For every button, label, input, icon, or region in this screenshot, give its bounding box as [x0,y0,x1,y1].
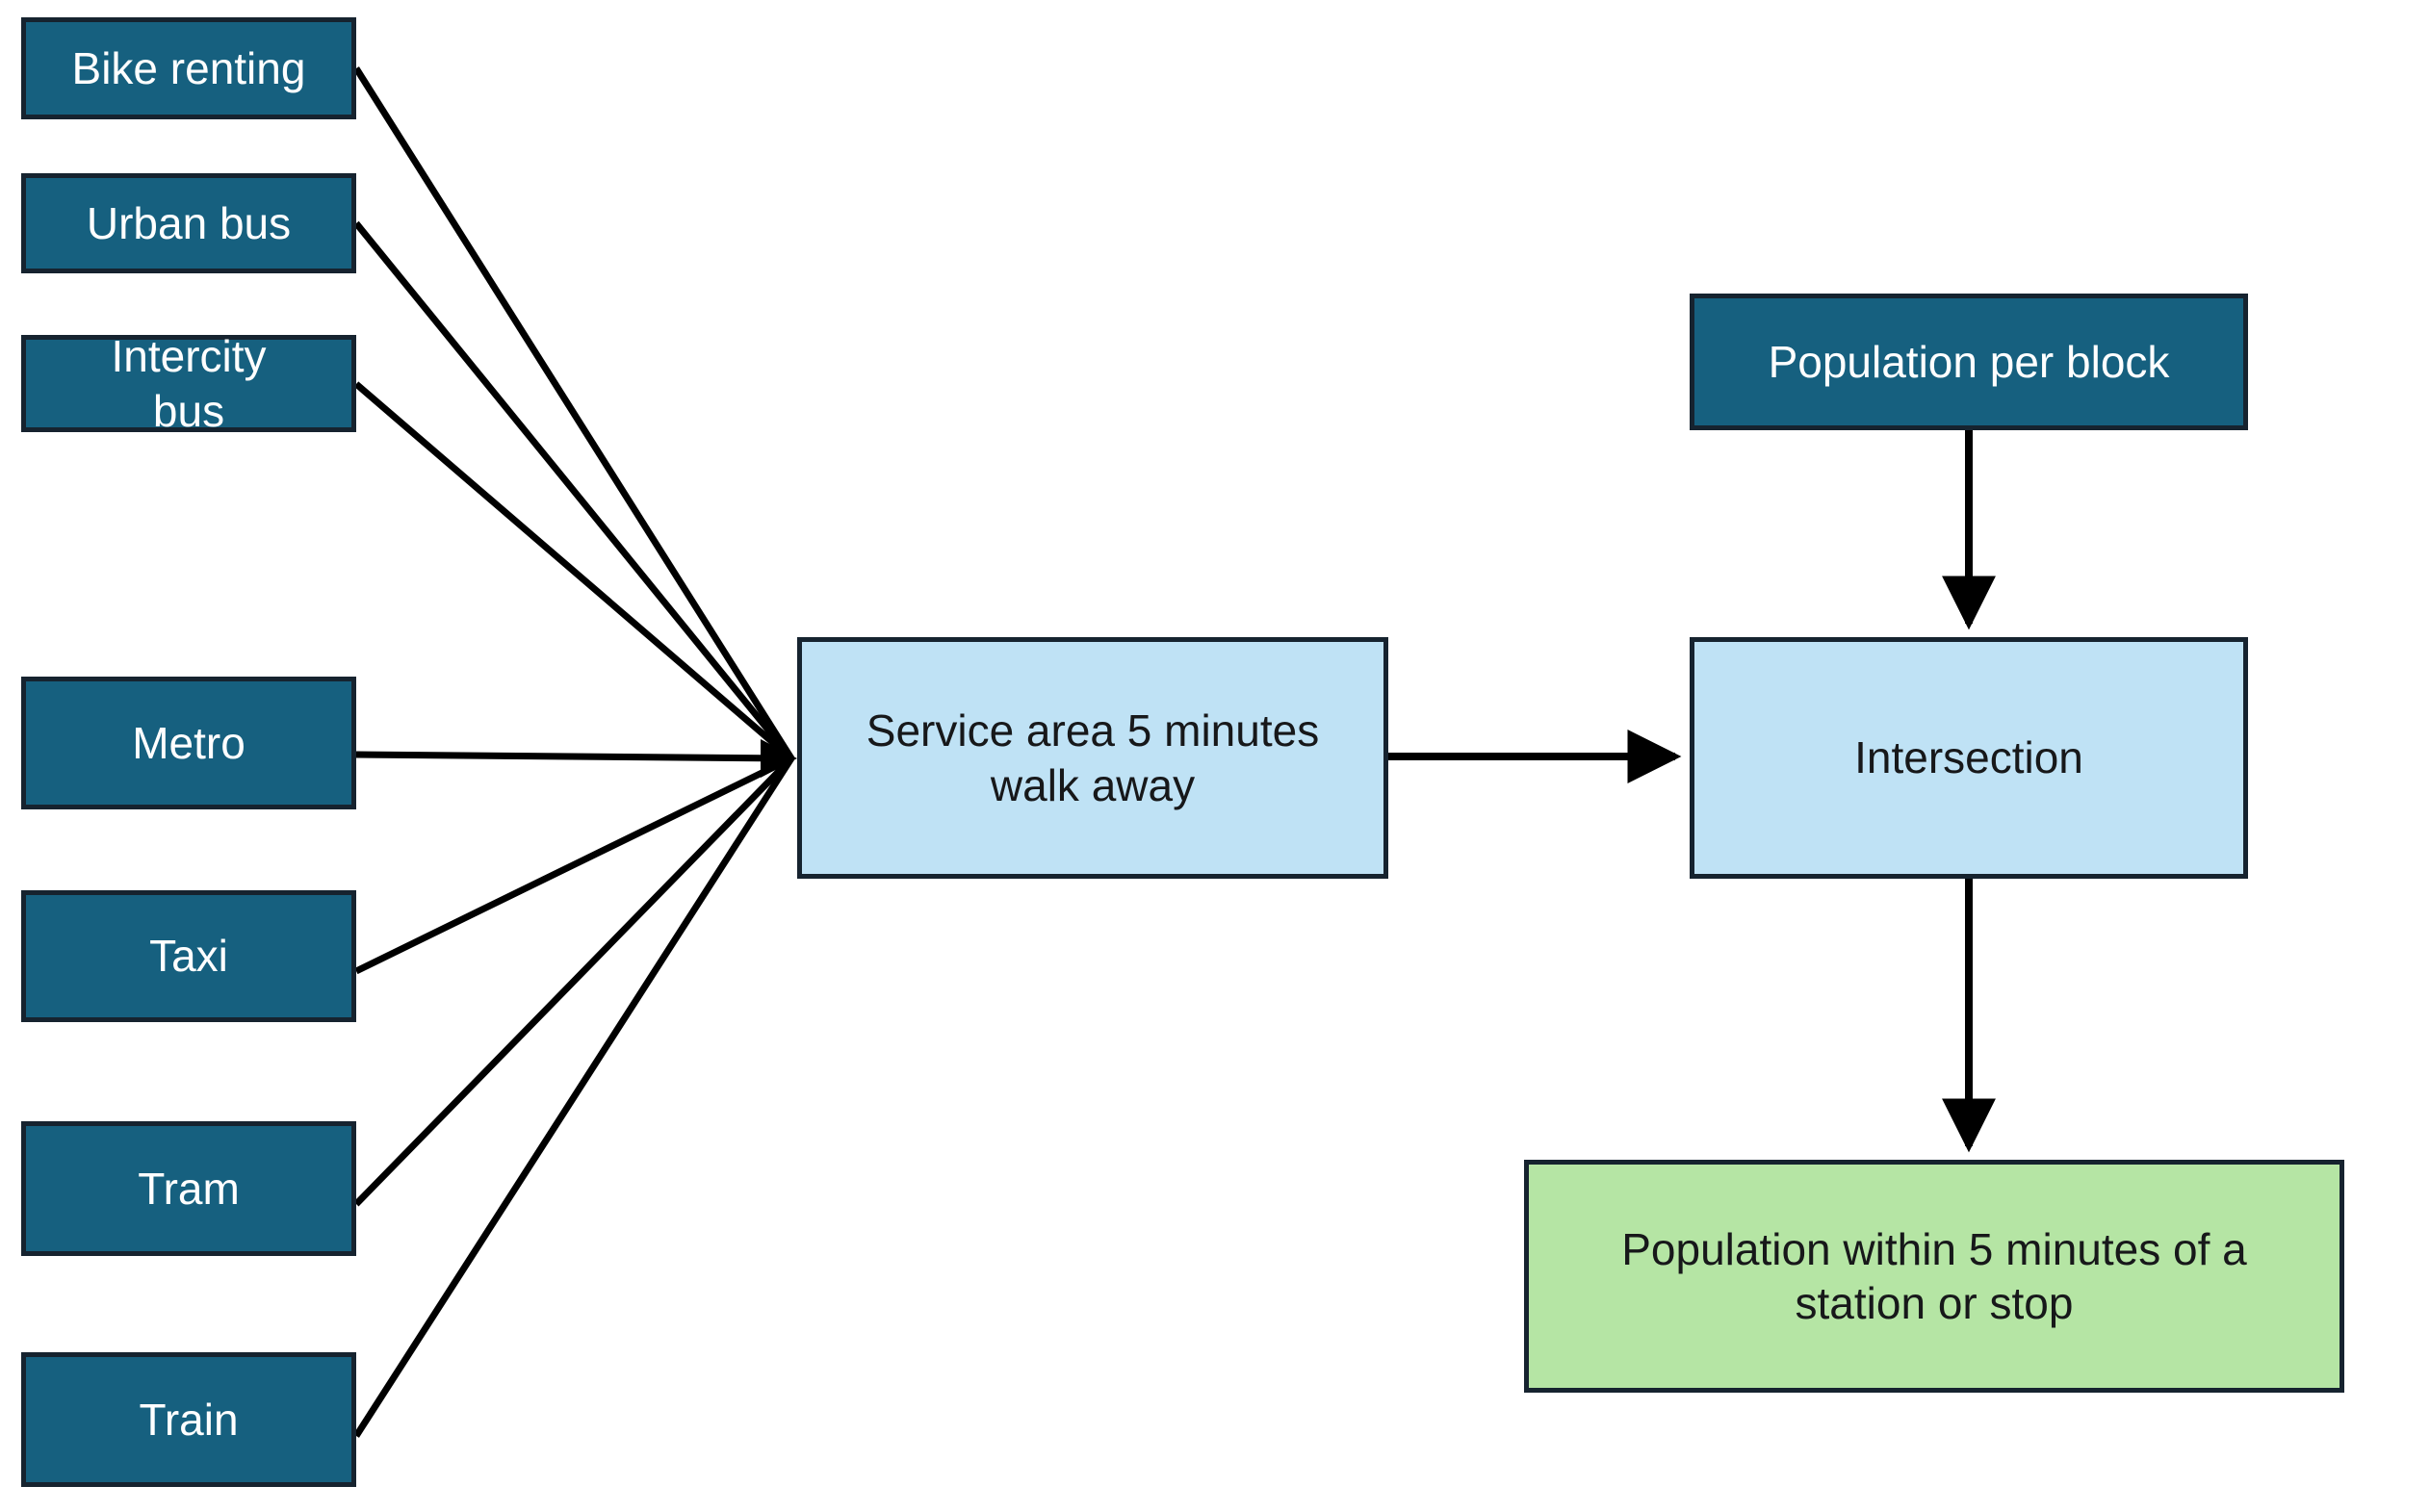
node-label: Population within 5 minutes of a station… [1621,1223,2247,1328]
node-service-area[interactable]: Service area 5 minutes walk away [797,637,1388,879]
node-intercity-bus[interactable]: Intercity bus [21,331,356,436]
node-label: Train [139,1394,239,1445]
edge-intercity-bus-to-service-area [353,381,794,761]
node-train[interactable]: Train [21,1352,356,1487]
node-label: Intercity bus [111,331,267,436]
node-label: Intersection [1854,732,2083,783]
edge-urban-bus-to-service-area [353,220,794,761]
edge-taxi-to-service-area [354,755,793,975]
node-tram[interactable]: Tram [21,1121,356,1256]
node-label: Service area 5 minutes walk away [866,705,1320,810]
edge-tram-to-service-area [353,756,794,1207]
node-label: Tram [138,1163,240,1214]
node-urban-bus[interactable]: Urban bus [21,173,356,273]
node-label: Metro [132,717,246,768]
node-population-per-block[interactable]: Population per block [1690,294,2248,430]
node-label: Urban bus [86,197,292,248]
node-label: Taxi [149,931,228,982]
node-population-within-5-minutes[interactable]: Population within 5 minutes of a station… [1524,1160,2344,1393]
edge-bike-renting-to-service-area [353,66,794,760]
node-bike-renting[interactable]: Bike renting [21,17,356,119]
node-intersection[interactable]: Intersection [1690,637,2248,879]
node-metro[interactable]: Metro [21,677,356,809]
arrowhead-service-area-inbound [761,739,797,778]
node-label: Population per block [1768,336,2170,387]
node-label: Bike renting [71,42,306,93]
edge-metro-to-service-area [355,751,792,762]
edge-train-to-service-area [353,756,794,1438]
node-taxi[interactable]: Taxi [21,890,356,1022]
